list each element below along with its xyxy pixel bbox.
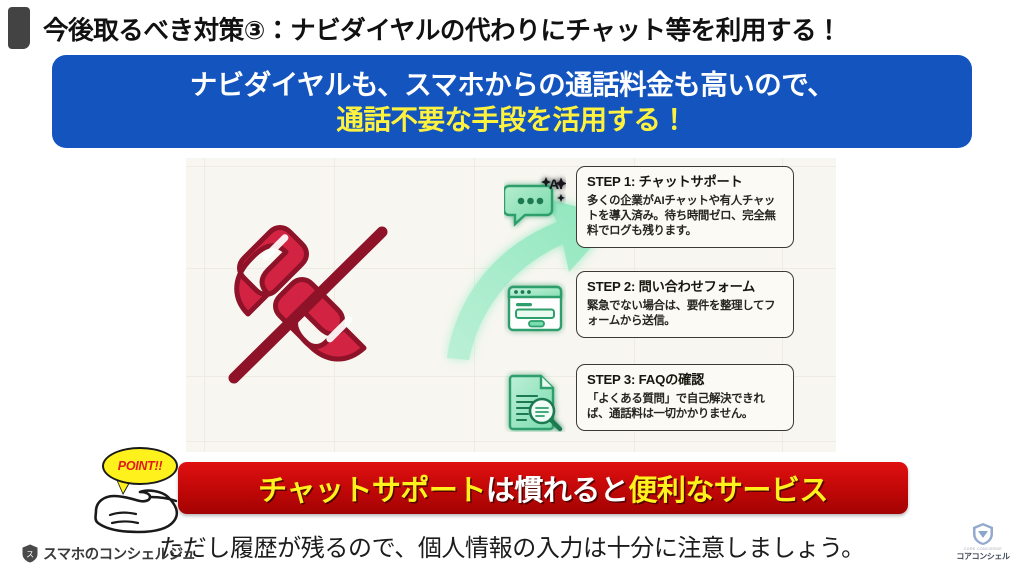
- brand-logo-right: CORE CONCIERGE コアコンシェル: [955, 519, 1011, 571]
- core-concier-shield-icon: [973, 523, 993, 545]
- svg-text:AI: AI: [549, 176, 563, 192]
- page-title: 今後取るべき対策③：ナビダイヤルの代わりにチャット等を利用する！: [43, 16, 842, 45]
- grid-line-horizontal: [186, 166, 836, 167]
- step-box: STEP 3: FAQの確認 「よくある質問」で自己解決できれば、通話料は一切か…: [576, 364, 794, 431]
- step-row: STEP 3: FAQの確認 「よくある質問」で自己解決できれば、通話料は一切か…: [504, 364, 794, 432]
- conclusion-banner: チャットサポートは慣れると便利なサービス: [178, 462, 908, 514]
- brand-logo-left: ス スマホのコンシェルジュ: [22, 543, 196, 564]
- conclusion-text: チャットサポートは慣れると便利なサービス: [258, 467, 828, 509]
- step-box: STEP 1: チャットサポート 多くの企業がAIチャットや有人チャットを導入済…: [576, 166, 794, 248]
- faq-document-search-icon: [508, 374, 563, 432]
- headline-banner: ナビダイヤルも、スマホからの通話料金も高いので、 通話不要な手段を活用する！: [52, 55, 972, 148]
- phone-call-crossed-out-icon: [228, 225, 388, 384]
- headline-line-2: 通話不要な手段を活用する！: [336, 103, 689, 135]
- step-box: STEP 2: 問い合わせフォーム 緊急でない場合は、要件を整理してフォームから…: [576, 271, 794, 338]
- ai-chat-bubble-icon: AI: [504, 176, 566, 227]
- step-body: 「よくある質問」で自己解決できれば、通話料は一切かかりません。: [587, 392, 765, 420]
- point-label: POINT!!: [117, 459, 163, 473]
- illustration-panel: AI STEP 1: チャットサポート 多くの企業がAIチャットや有人チャットを…: [186, 158, 836, 452]
- step-row: STEP 2: 問い合わせフォーム 緊急でない場合は、要件を整理してフォームから…: [504, 271, 794, 339]
- conclusion-part-2: は慣れると: [485, 475, 629, 507]
- brand-logo-left-text: スマホのコンシェルジュ: [43, 547, 196, 563]
- conclusion-part-1: チャットサポート: [258, 475, 486, 507]
- footer-note: ただし履歴が残るので、個人情報の入力は十分に注意しましょう。: [159, 535, 865, 562]
- shield-logo-icon: ス: [22, 544, 38, 563]
- step-title: STEP 3: FAQの確認: [587, 372, 705, 387]
- brand-logo-right-name: コアコンシェル: [956, 552, 1010, 561]
- brand-logo-right-sub: CORE CONCIERGE: [963, 547, 1003, 551]
- point-speech-bubble: POINT!!: [102, 447, 178, 485]
- svg-text:ス: ス: [26, 550, 34, 559]
- step-title: STEP 2: 問い合わせフォーム: [587, 279, 756, 294]
- curved-arrow-right-icon: [447, 198, 617, 360]
- step-row: AI STEP 1: チャットサポート 多くの企業がAIチャットや有人チャットを…: [504, 166, 794, 248]
- contact-form-window-icon: [507, 285, 563, 332]
- grid-line-vertical: [204, 158, 205, 452]
- point-badge: POINT!!: [88, 447, 196, 535]
- step-body: 多くの企業がAIチャットや有人チャットを導入済み。待ち時間ゼロ、完全無料でログも…: [587, 194, 776, 237]
- conclusion-part-3: 便利なサービス: [628, 475, 828, 507]
- step-title: STEP 1: チャットサポート: [587, 174, 743, 189]
- title-accent-bar: [8, 7, 30, 49]
- slide-title-row: 今後取るべき対策③：ナビダイヤルの代わりにチャット等を利用する！: [0, 6, 1024, 50]
- grid-line-horizontal: [186, 441, 836, 442]
- step-body: 緊急でない場合は、要件を整理してフォームから送信。: [587, 299, 776, 327]
- pointing-hand-icon: [94, 489, 179, 534]
- headline-line-1: ナビダイヤルも、スマホからの通話料金も高いので、: [189, 69, 835, 101]
